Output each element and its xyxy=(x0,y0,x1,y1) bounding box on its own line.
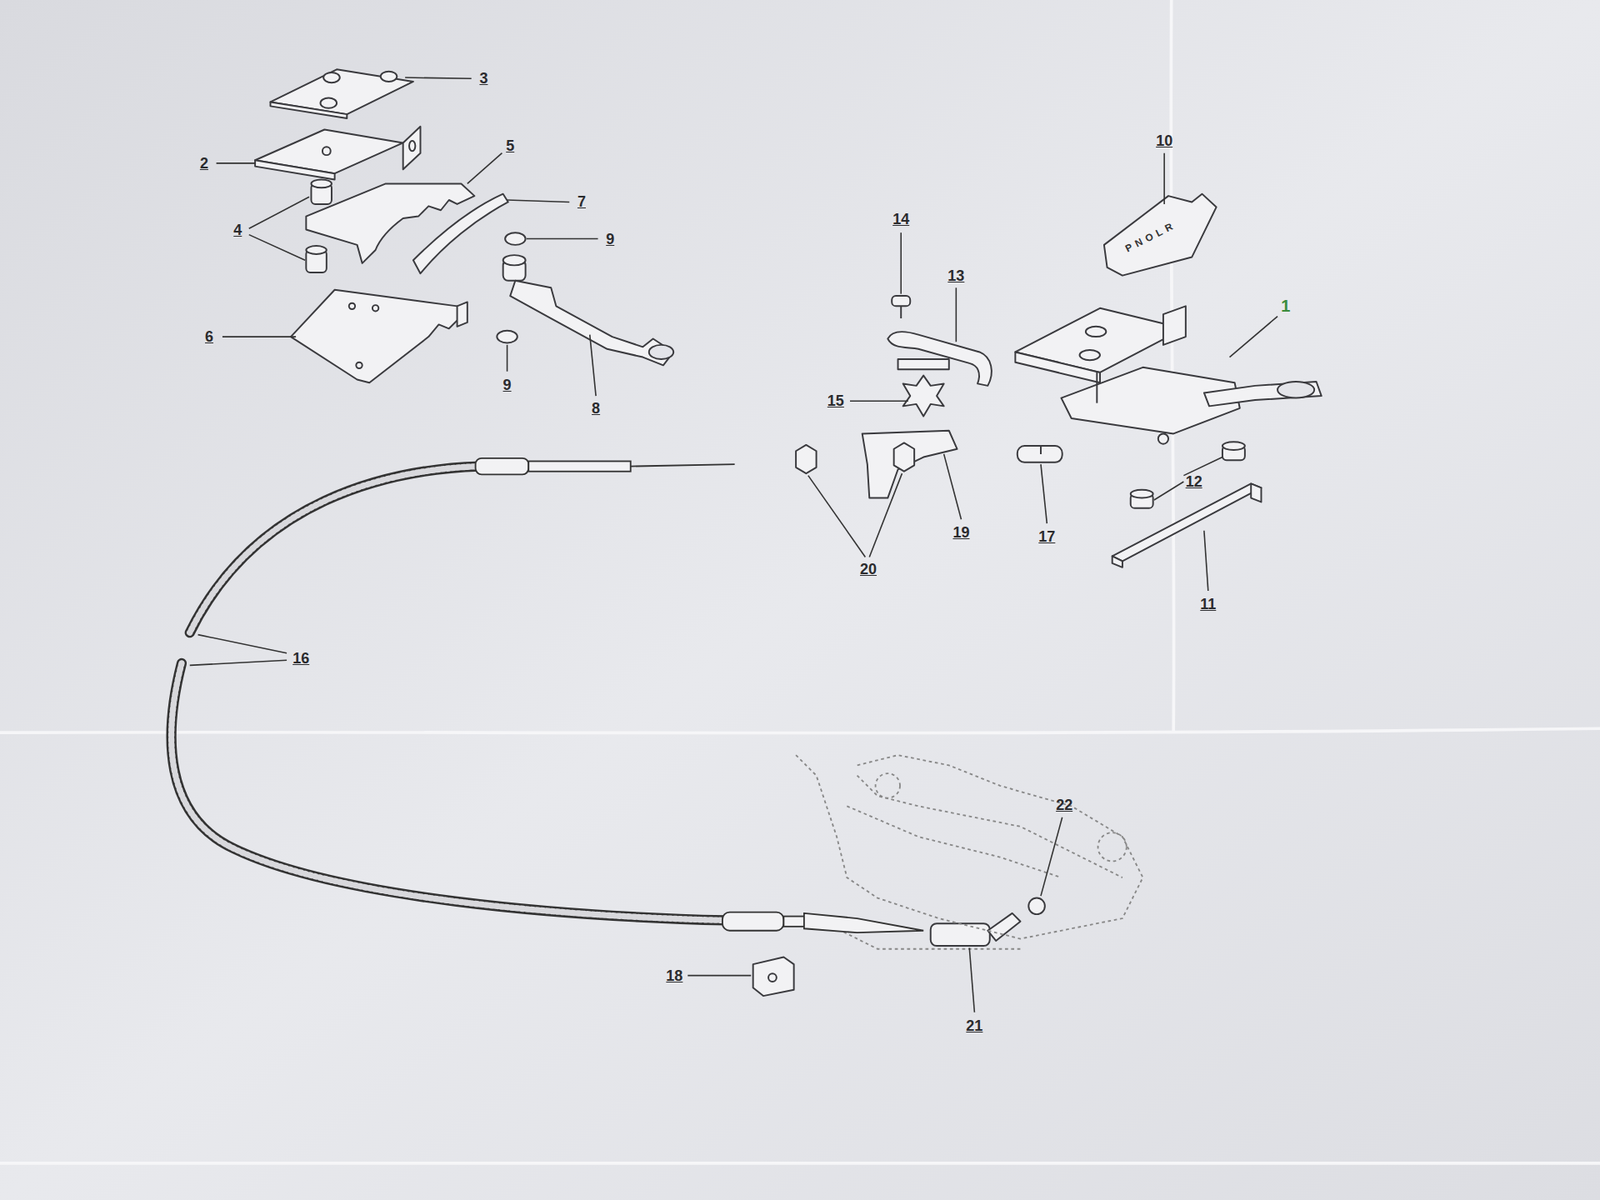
callout-number: 19 xyxy=(952,525,970,540)
paper-folds xyxy=(0,0,1600,1165)
callout-number: 18 xyxy=(665,968,683,984)
callout-number: 15 xyxy=(827,393,845,409)
callout-number: 14 xyxy=(892,211,910,227)
callout-number: 1 xyxy=(1280,297,1290,315)
control-cable xyxy=(171,466,727,921)
callout-number: 6 xyxy=(205,329,214,345)
callout-number: 9 xyxy=(503,377,512,393)
nut-part xyxy=(894,442,915,471)
shifter-assembly xyxy=(1015,305,1321,444)
detent-arm-part xyxy=(887,331,992,386)
callout-number: 10 xyxy=(1155,133,1173,149)
callout-number: 11 xyxy=(1200,596,1216,612)
shift-lever-part xyxy=(503,255,674,365)
screw-part xyxy=(891,295,910,319)
callout-number: 21 xyxy=(965,1018,983,1034)
ball-joint-part xyxy=(930,913,1021,946)
callout-number: 13 xyxy=(947,268,965,284)
callout-number: 9 xyxy=(605,231,615,247)
plate-part xyxy=(270,69,413,119)
strap-part xyxy=(1112,483,1262,567)
callout-number: 17 xyxy=(1038,529,1055,545)
lever-plate-part xyxy=(305,183,475,264)
nut-part xyxy=(795,445,816,474)
bracket-part xyxy=(255,126,420,180)
washer-part xyxy=(496,330,517,344)
star-gear-part xyxy=(898,359,950,417)
callout-number: 12 xyxy=(1185,474,1203,490)
callout-number: 16 xyxy=(292,650,310,666)
callout-number: 2 xyxy=(200,155,209,171)
callout-number: 7 xyxy=(577,194,586,210)
callout-number: 3 xyxy=(479,70,488,86)
callout-number: 20 xyxy=(860,561,877,577)
clamp-block-part xyxy=(753,957,795,997)
cable-ends xyxy=(475,458,925,933)
mount-bracket-part xyxy=(862,430,958,499)
detent-strip-part xyxy=(413,194,509,275)
gear-indicator-cover xyxy=(1104,194,1217,276)
leader-lines xyxy=(190,77,1278,1013)
callout-number: 8 xyxy=(591,400,600,416)
dotted-linkage-outline xyxy=(795,755,1143,950)
ball-part xyxy=(1028,898,1045,915)
pin-part xyxy=(1017,445,1063,463)
washer-part xyxy=(505,232,525,245)
base-plate-part xyxy=(290,290,468,383)
callout-number: 5 xyxy=(505,138,515,154)
part-marking: PNOLR xyxy=(1124,220,1179,255)
callout-number: 22 xyxy=(1055,797,1073,813)
callout-number: 4 xyxy=(233,222,242,238)
